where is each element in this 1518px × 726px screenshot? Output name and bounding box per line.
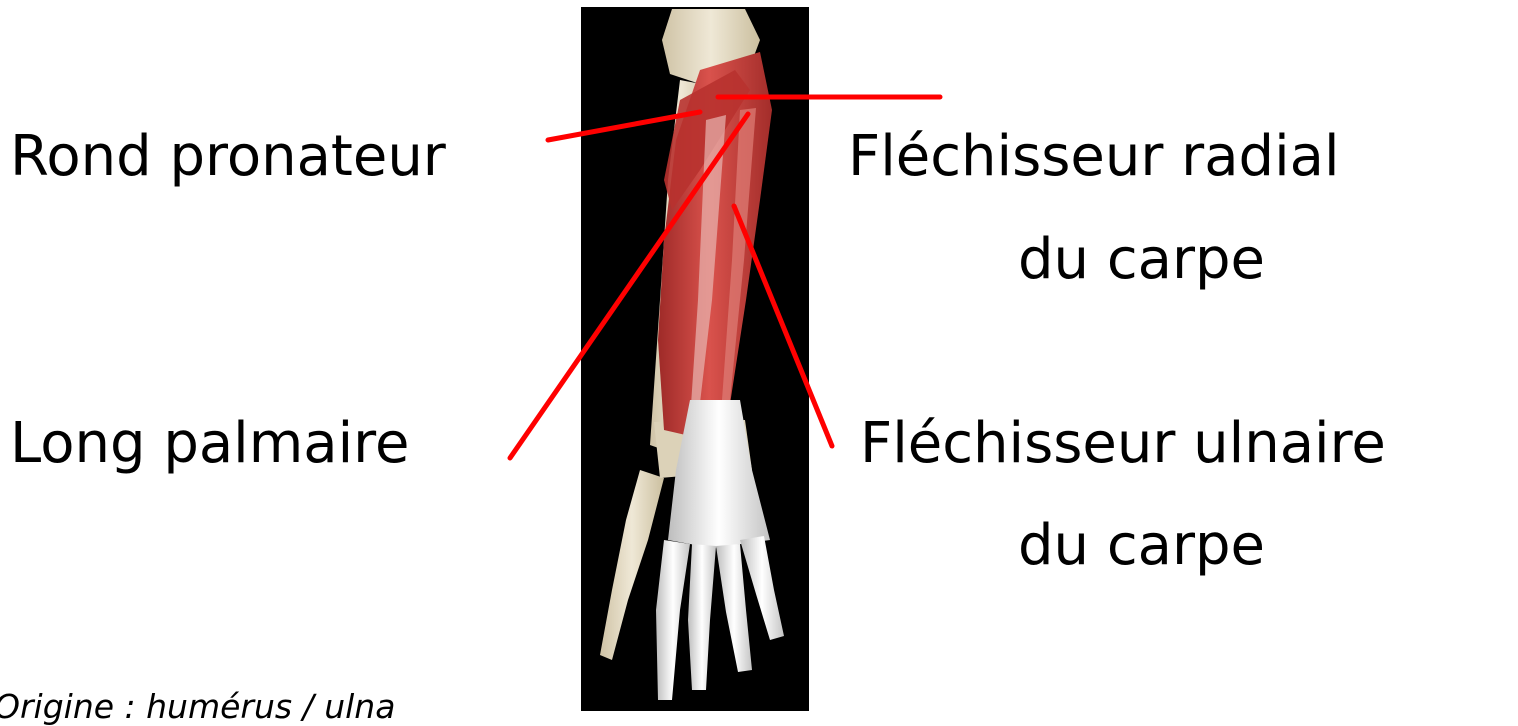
label-rond-pronateur: Rond pronateur: [10, 129, 446, 185]
label-long-palmaire: Long palmaire: [10, 416, 409, 472]
footnote-origine: Origine : humérus / ulna: [0, 690, 395, 723]
label-flechisseur-radial-line2: du carpe: [1018, 232, 1265, 288]
label-flechisseur-ulnaire-line1: Fléchisseur ulnaire: [860, 416, 1386, 472]
label-flechisseur-radial-line1: Fléchisseur radial: [848, 129, 1340, 185]
label-flechisseur-ulnaire-line2: du carpe: [1018, 518, 1265, 574]
